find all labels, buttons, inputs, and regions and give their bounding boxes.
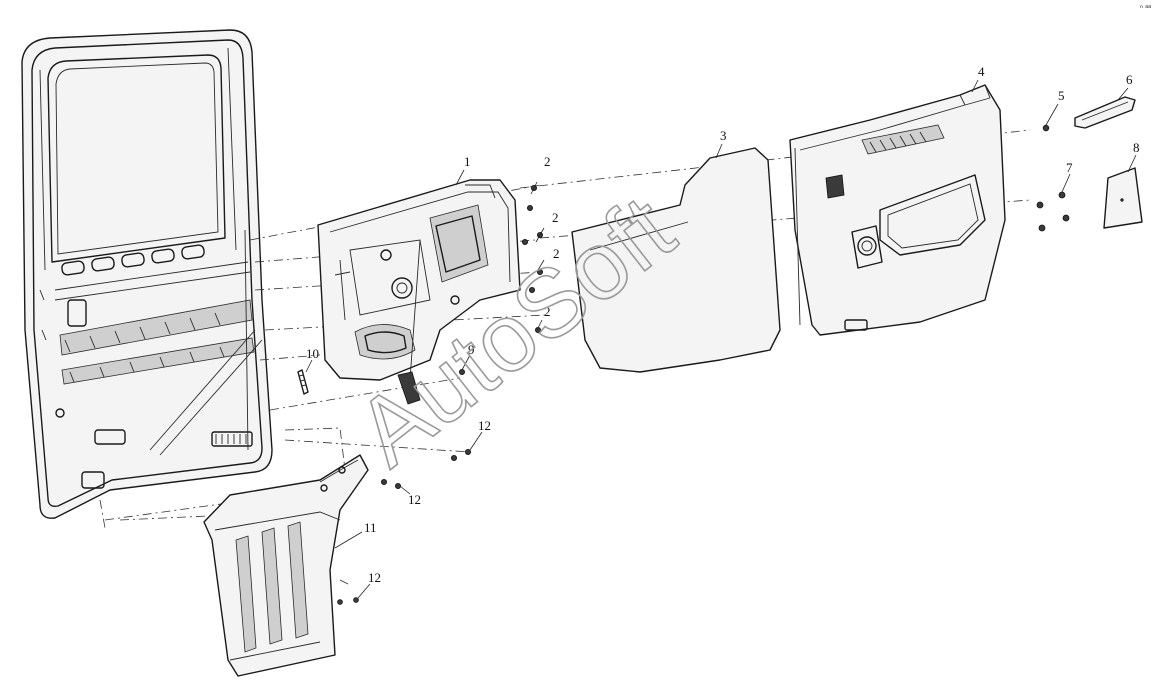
callout-labels: 1 2 2 2 2 3 4 5 6 7 8 9 10 11 12 12 12 <box>306 64 1140 585</box>
part-6-bracket <box>1074 87 1136 129</box>
frame-oval-openings <box>61 244 205 276</box>
fasteners-part-2 <box>450 181 545 461</box>
callout-4: 4 <box>978 64 985 79</box>
part-4-trim-panel <box>789 84 1006 336</box>
callout-5: 5 <box>1058 88 1065 103</box>
door-frame <box>21 29 273 519</box>
callout-11: 11 <box>364 520 377 535</box>
callout-12-b: 12 <box>408 492 421 507</box>
callout-2-b: 2 <box>552 210 559 225</box>
callout-9: 9 <box>468 342 475 357</box>
part-1-inner-panel <box>317 179 521 405</box>
part-3-waterproof-film <box>571 147 781 373</box>
callout-7: 7 <box>1066 160 1073 175</box>
part-5-clips <box>1042 103 1059 132</box>
callout-2-a: 2 <box>544 154 551 169</box>
callout-3: 3 <box>720 128 727 143</box>
callout-1: 1 <box>464 154 471 169</box>
callout-2-d: 2 <box>544 304 551 319</box>
callout-6: 6 <box>1126 72 1133 87</box>
callout-2-c: 2 <box>553 246 560 261</box>
part-9-10-small-parts <box>297 354 471 395</box>
part-8-corner-trim <box>1103 154 1143 229</box>
callout-8: 8 <box>1133 140 1140 155</box>
corner-mark: ⁿ ᵃᵃ <box>1140 3 1152 12</box>
callout-12-c: 12 <box>368 570 381 585</box>
callout-12-a: 12 <box>478 418 491 433</box>
callout-10: 10 <box>306 346 319 361</box>
part-12-fasteners <box>337 431 483 605</box>
part-7-screws <box>1036 173 1071 232</box>
part-11-lower-bracket <box>203 454 369 677</box>
